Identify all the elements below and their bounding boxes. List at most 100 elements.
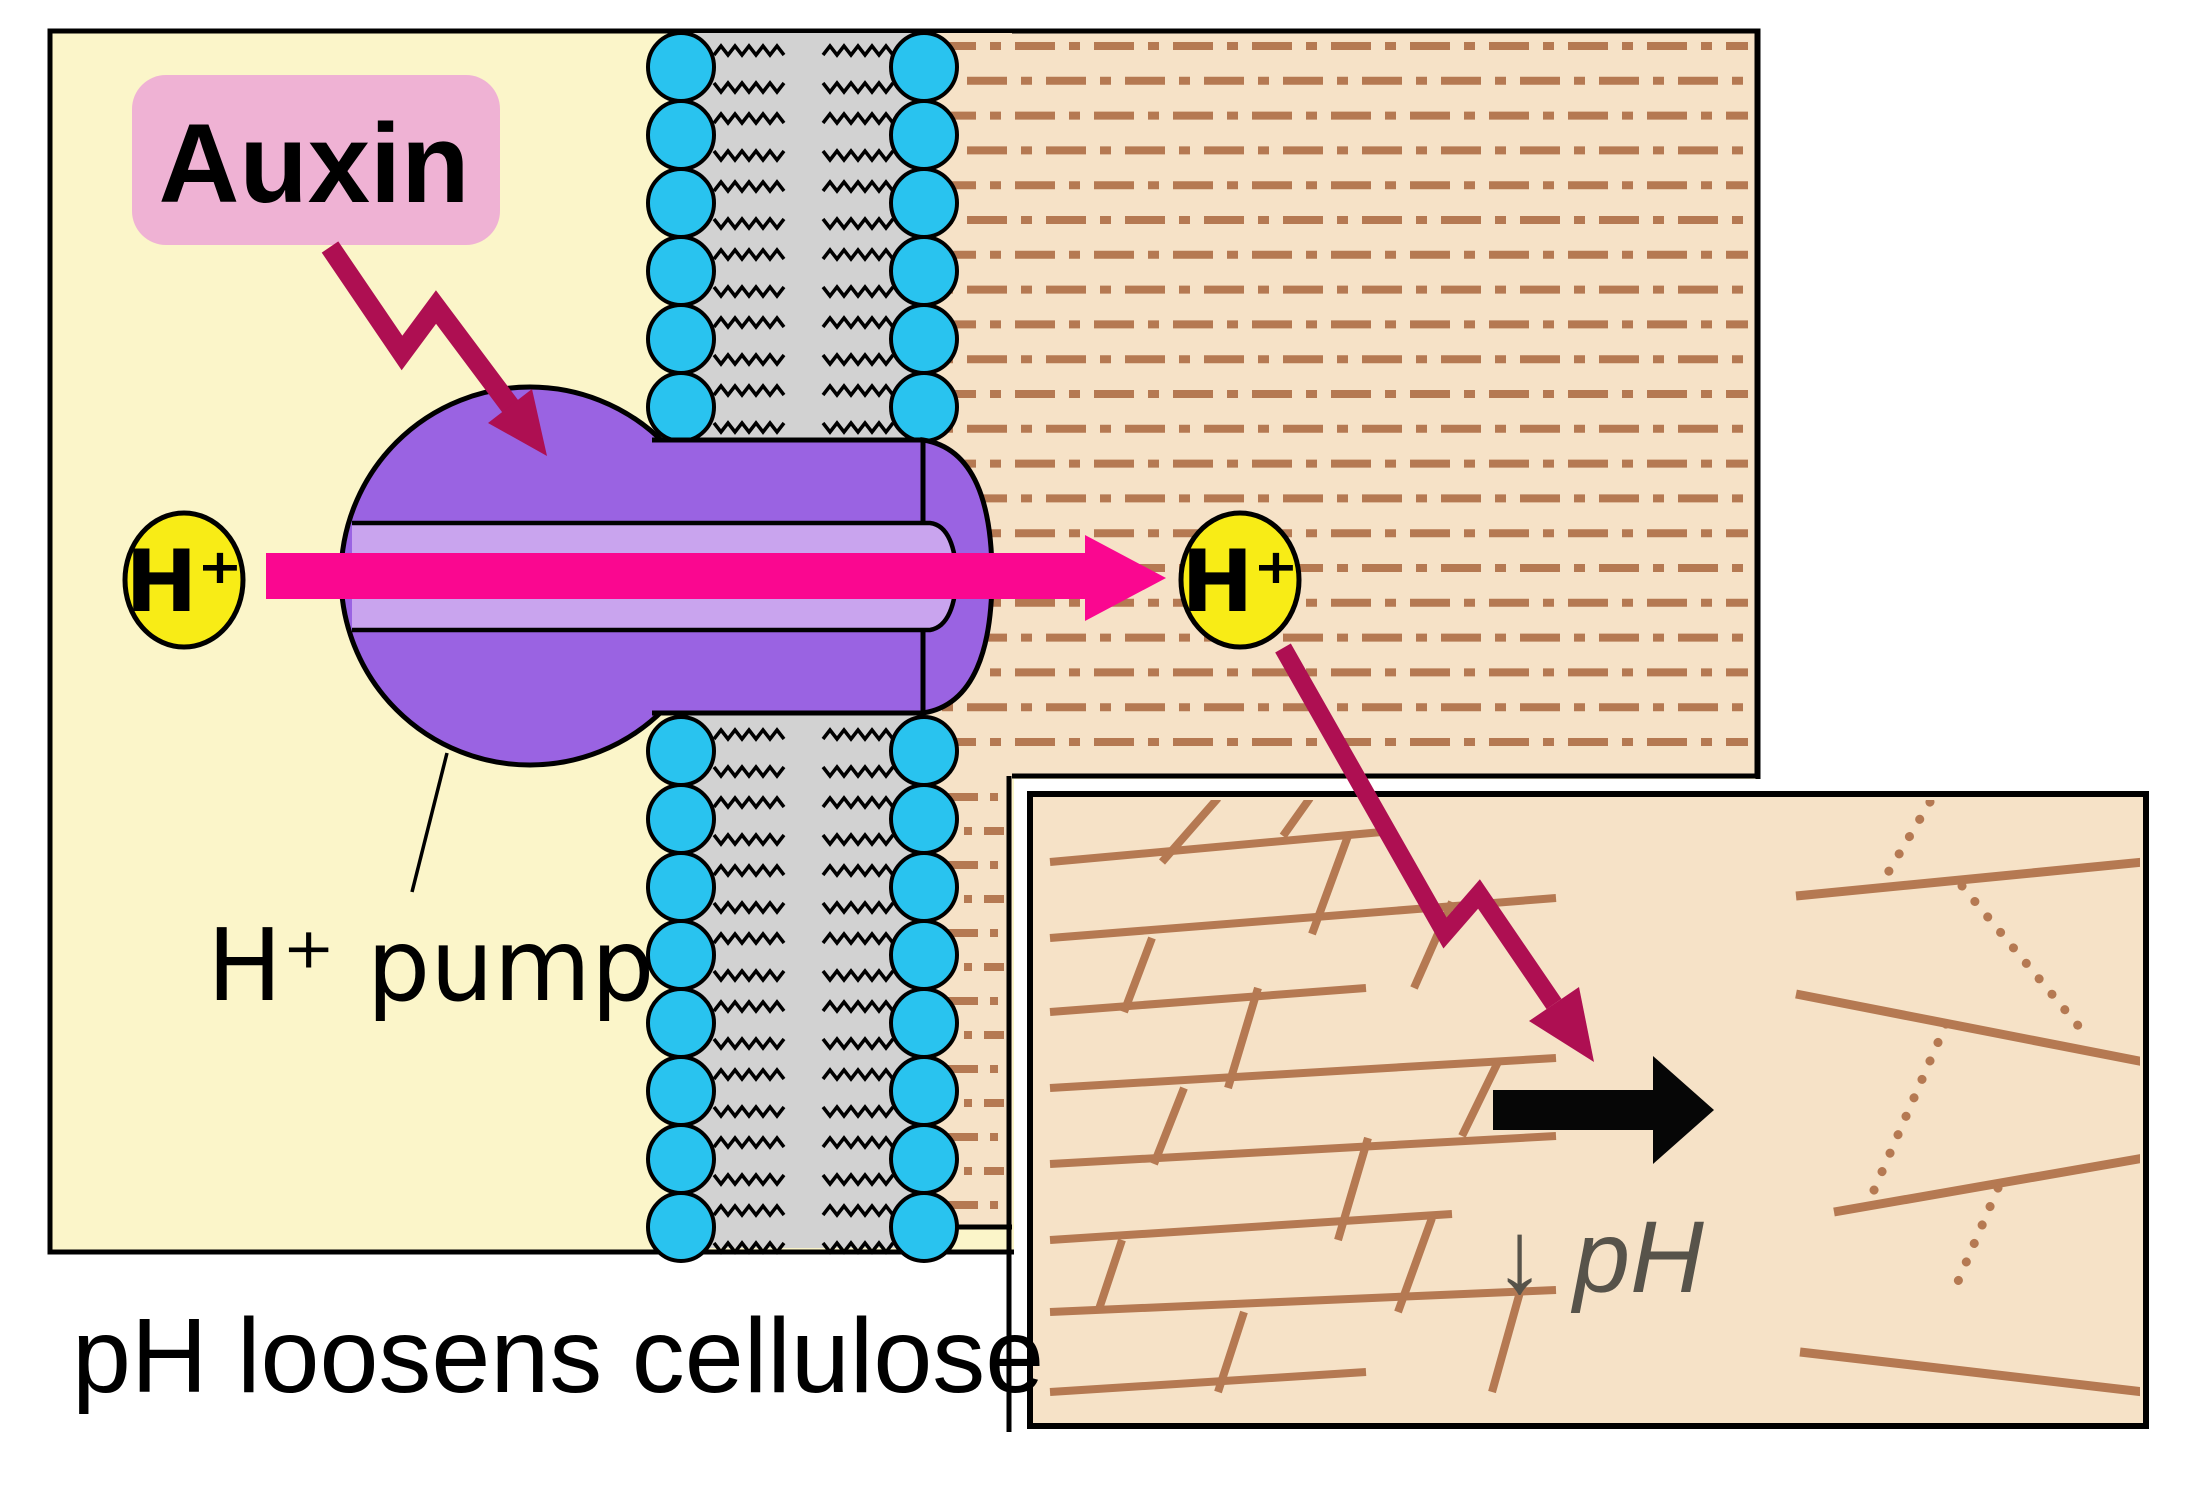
lipid-tail (712, 727, 786, 742)
lipid-tail (821, 247, 895, 262)
phospholipid-head (889, 31, 959, 103)
cellulose-fiber (1094, 1238, 1126, 1314)
lipid-tail (821, 43, 895, 58)
lipid-tail (821, 832, 895, 847)
pump-label: H⁺ pump (207, 907, 655, 1024)
lipid-tail (821, 284, 895, 299)
plasma-membrane (646, 31, 959, 1263)
lipid-tail (712, 900, 786, 915)
phospholipid-head (646, 167, 716, 239)
auxin-label: Auxin (158, 101, 469, 226)
lipid-tail (712, 832, 786, 847)
lipid-tail (821, 383, 895, 398)
lipid-tail (821, 764, 895, 779)
lipid-tail (821, 111, 895, 126)
caption: pH loosens cellulose (72, 1297, 1044, 1415)
lipid-tail (821, 1104, 895, 1119)
lipid-tail (712, 968, 786, 983)
lipid-tail (821, 1172, 895, 1187)
lipid-tail (712, 1104, 786, 1119)
proton-flow-arrow (266, 535, 1166, 621)
cellulose-fiber (1049, 1286, 1557, 1316)
proton-right: H⁺ (1178, 510, 1302, 650)
phospholipid-head (646, 919, 716, 991)
phospholipid-head (889, 167, 959, 239)
auxin-signal-arrow (321, 241, 547, 456)
cellulose-fiber-loose (1795, 857, 2140, 901)
phospholipid-head (646, 1055, 716, 1127)
lipid-tail (712, 352, 786, 367)
lipid-tail (712, 764, 786, 779)
lipid-tail (821, 727, 895, 742)
phospholipid-head (889, 371, 959, 443)
cellulose-fiber (1308, 834, 1352, 936)
lipid-tail (821, 1203, 895, 1218)
crosslink-dotted (1957, 881, 2095, 1045)
phospholipid-head (646, 783, 716, 855)
phospholipid-head (889, 919, 959, 991)
lipid-tail (821, 1135, 895, 1150)
lipid-tail (821, 795, 895, 810)
cellulose-fiber (1049, 1368, 1367, 1396)
phospholipid-head (646, 235, 716, 307)
cellulose-fiber (1158, 800, 1222, 865)
cellulose-fiber (1488, 1290, 1524, 1394)
cellulose-fiber (1334, 1136, 1372, 1242)
lipid-tail (821, 1240, 895, 1255)
lipid-tail (712, 1135, 786, 1150)
lipid-tail (712, 315, 786, 330)
cellulose-fiber-loose (1795, 989, 2140, 1066)
lipid-tail (821, 931, 895, 946)
lipid-tail (821, 315, 895, 330)
phospholipid-heads (646, 31, 959, 1263)
cellulose-fiber (1049, 828, 1383, 866)
phospholipid-head (889, 1191, 959, 1263)
lipid-tail (712, 216, 786, 231)
crosslink-dotted (1951, 1183, 2003, 1291)
lipid-tail (712, 795, 786, 810)
auxin-box (132, 75, 500, 245)
phospholipid-head (889, 783, 959, 855)
lipid-tail (821, 352, 895, 367)
phospholipid-head (646, 715, 716, 787)
cellulose-fiber (1214, 1310, 1248, 1394)
phospholipid-head (889, 1055, 959, 1127)
cellulose-fiber (1279, 800, 1314, 839)
lipid-tails (712, 43, 895, 1255)
lipid-tail (712, 80, 786, 95)
phospholipid-head (889, 235, 959, 307)
cellulose-fiber (1458, 1060, 1502, 1138)
phospholipid-head (889, 987, 959, 1059)
phospholipid-head (646, 371, 716, 443)
lipid-tail (712, 1036, 786, 1051)
phospholipid-head (889, 715, 959, 787)
lipid-tail (821, 148, 895, 163)
inset-panel: ↓ pH (1027, 791, 2149, 1429)
lipid-tail (821, 968, 895, 983)
cellulose-fiber (1049, 984, 1367, 1016)
lipid-tail (712, 1067, 786, 1082)
lipid-tail (712, 111, 786, 126)
cellulose-fiber (1049, 1132, 1557, 1168)
proton-left-label: H⁺ (125, 532, 242, 632)
lipid-tail (712, 43, 786, 58)
cellulose-fiber-loose (1799, 1347, 2140, 1397)
lipid-tail (712, 148, 786, 163)
crosslink-dotted (1881, 800, 1935, 881)
phospholipid-head (889, 303, 959, 375)
lipid-tail (821, 179, 895, 194)
cell-wall-strip-pattern (948, 793, 1004, 1209)
lipid-tail (821, 1036, 895, 1051)
crosslink-dotted (1863, 1019, 1951, 1209)
lipid-tail (821, 216, 895, 231)
lipid-tail (712, 999, 786, 1014)
phospholipid-head (646, 303, 716, 375)
phospholipid-head (646, 1123, 716, 1195)
cellulose-fiber (1049, 1054, 1557, 1092)
lipid-tail (712, 383, 786, 398)
pump-callout-line (410, 752, 449, 893)
phospholipid-head (646, 99, 716, 171)
lipid-tail (712, 420, 786, 435)
lipid-tail (821, 900, 895, 915)
